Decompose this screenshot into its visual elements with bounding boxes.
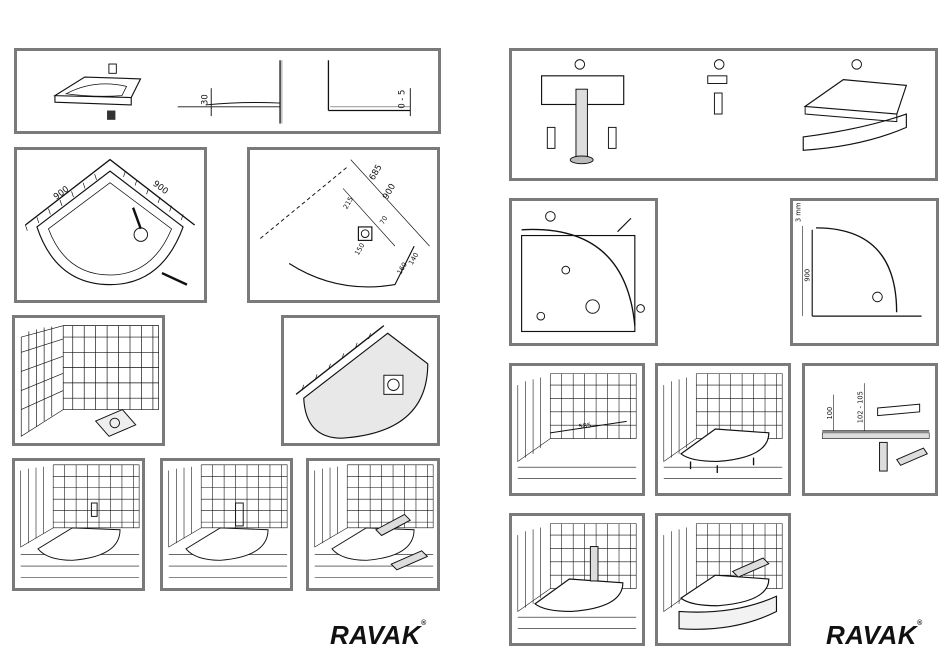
dim-offset-150: 150 [353,242,366,257]
panel-parts [509,48,938,181]
side-dimension-drawing: 3 mm 900 [793,201,936,343]
dim-tray-height: 30 [200,94,210,105]
brand-logo-left: RAVAK® [330,620,427,651]
brand-mark-right: ® [917,620,923,627]
panel-tray-on-feet [655,363,791,496]
panel-corner-585: 585 [509,363,645,496]
panel-corner-drain [12,315,165,446]
brand-name-right: RAVAK [826,620,917,650]
drain-dimensions-drawing: 685 900 215 70 150 160 140 [250,150,437,300]
dim-height-900: 900 [803,269,811,282]
dim-diag-900: 900 [381,182,398,201]
corner-drain-drawing [15,318,162,443]
dim-offset-215: 215 [342,196,355,211]
dim-tolerance: 0 - 5 [397,90,407,109]
tray-position-drawing [284,318,437,443]
dim-h-100: 100 [826,407,834,420]
panel-tray-position [281,315,440,446]
panel-install-step-3 [306,458,440,591]
panel-feet-layout [509,198,658,346]
panel-install-step-2 [160,458,293,591]
install-front-1-drawing [512,516,642,643]
dim-offset-70: 70 [378,215,389,226]
dim-offset-140: 140 [407,251,420,266]
feet-layout-drawing [512,201,655,343]
parts-drawing [512,51,935,178]
tray-plan-drawing: 900 900 [17,150,204,300]
dim-side-a: 900 [52,184,71,202]
brand-mark-left: ® [421,620,427,627]
brand-name-left: RAVAK [330,620,421,650]
panel-install-front-1 [509,513,645,646]
panel-side-dimension: 3 mm 900 [790,198,939,346]
install-step-2-drawing [163,461,290,588]
panel-tray-plan: 900 900 [14,147,207,303]
dim-gap: 3 mm [795,203,803,222]
panel-install-step-1 [12,458,145,591]
install-step-3-drawing [309,461,437,588]
tray-on-feet-drawing [658,366,788,493]
install-front-2-drawing [658,516,788,643]
dim-side-b: 900 [151,179,170,197]
panel-drain-dimensions: 685 900 215 70 150 160 140 [247,147,440,303]
dim-diag-685: 685 [368,163,385,182]
panel-heights: 100 102 - 105 [802,363,938,496]
panel-install-front-2 [655,513,791,646]
corner-585-drawing: 585 [512,366,642,493]
dim-h-102-105: 102 - 105 [856,391,864,423]
heights-drawing: 100 102 - 105 [805,366,935,493]
dim-585: 585 [578,421,592,431]
brand-logo-right: RAVAK® [826,620,923,651]
tray-profile-drawing: 30 0 - 5 [17,51,438,131]
install-step-1-drawing [15,461,142,588]
panel-tray-profile: 30 0 - 5 [14,48,441,134]
